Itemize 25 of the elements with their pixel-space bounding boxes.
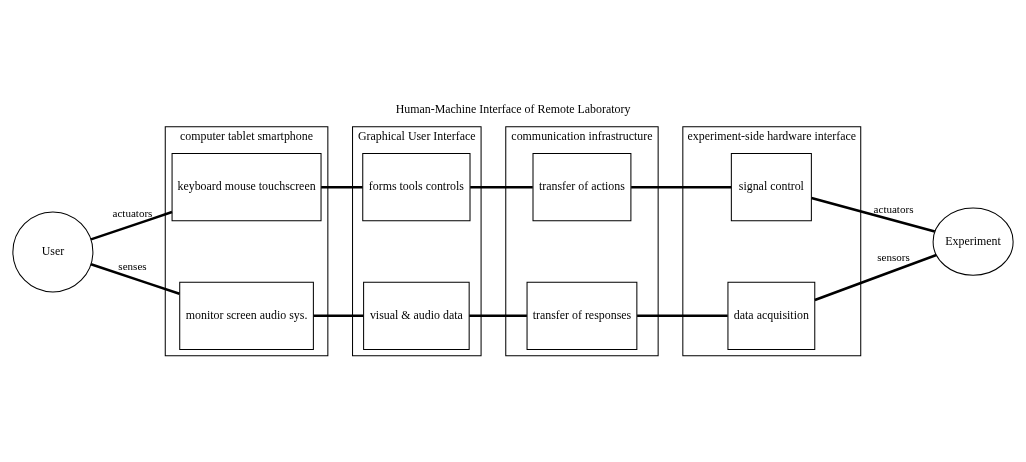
connector xyxy=(313,314,364,317)
node-box: signal control xyxy=(730,152,812,221)
node-box: forms tools controls xyxy=(362,152,471,221)
connector xyxy=(90,262,180,295)
edge-label: actuators xyxy=(112,206,153,219)
connector xyxy=(321,185,363,188)
node-box: data acquisition xyxy=(727,281,816,350)
connector xyxy=(470,185,533,188)
node-circle: User xyxy=(12,210,94,292)
connector xyxy=(811,196,936,233)
node-box: transfer of responses xyxy=(526,281,638,350)
edge-label: senses xyxy=(118,259,147,272)
connector xyxy=(631,185,732,188)
node-box: keyboard mouse touchscreen xyxy=(171,152,322,221)
connector xyxy=(637,314,728,317)
connector xyxy=(814,253,937,301)
connector xyxy=(469,314,527,317)
connector xyxy=(90,210,173,241)
edge-label: actuators xyxy=(873,202,914,215)
node-ellipse: Experiment xyxy=(932,207,1014,276)
edge-label: sensors xyxy=(877,250,910,263)
node-box: monitor screen audio sys. xyxy=(179,281,314,350)
diagram-title: Human-Machine Interface of Remote Laboratory xyxy=(395,101,631,116)
node-box: transfer of actions xyxy=(532,152,632,221)
node-box: visual & audio data xyxy=(363,281,470,350)
